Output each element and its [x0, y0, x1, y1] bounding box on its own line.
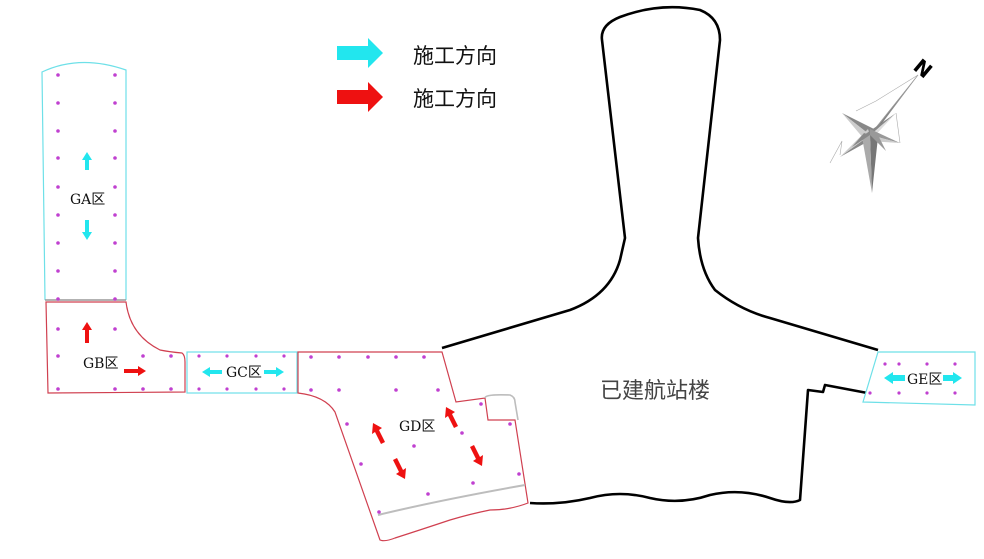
arrow-up-icon [82, 152, 92, 170]
existing-terminal-building: 已建航站楼 [441, 5, 879, 505]
arrow-right-icon [264, 367, 284, 377]
red-arrow-icon [337, 82, 383, 112]
legend-label: 施工方向 [413, 87, 497, 111]
zone-label: GA区 [70, 192, 105, 208]
arrow-down-right-icon [393, 458, 406, 479]
zone-label: GE区 [907, 372, 942, 388]
zone-label: GD区 [399, 419, 435, 435]
arrow-down-icon [82, 220, 92, 240]
legend: 施工方向 施工方向 [337, 38, 497, 112]
arrow-up-icon [82, 322, 92, 343]
legend-item-red: 施工方向 [337, 82, 497, 112]
north-label: N [909, 54, 937, 83]
arrow-left-icon [884, 372, 905, 384]
arrow-down-right-icon [470, 445, 483, 466]
zone-gb[interactable]: GB区 [45, 301, 186, 394]
arrow-right-icon [124, 366, 146, 376]
arrow-up-left-icon [372, 423, 385, 444]
arrow-right-icon [943, 372, 962, 384]
zone-ga[interactable]: GA区 [41, 61, 127, 301]
arrow-left-icon [202, 367, 222, 377]
zone-label: GC区 [226, 365, 262, 381]
zone-ge[interactable]: GE区 [862, 351, 976, 406]
building-label: 已建航站楼 [600, 379, 710, 404]
cyan-arrow-icon [337, 38, 383, 68]
zone-gc[interactable]: GC区 [186, 351, 298, 394]
zone-label: GB区 [83, 356, 118, 372]
zone-gd[interactable]: GD区 [297, 351, 529, 542]
arrow-up-left-icon [445, 407, 458, 428]
north-compass-icon: N [829, 54, 937, 193]
legend-item-cyan: 施工方向 [337, 38, 497, 68]
legend-label: 施工方向 [413, 44, 497, 68]
